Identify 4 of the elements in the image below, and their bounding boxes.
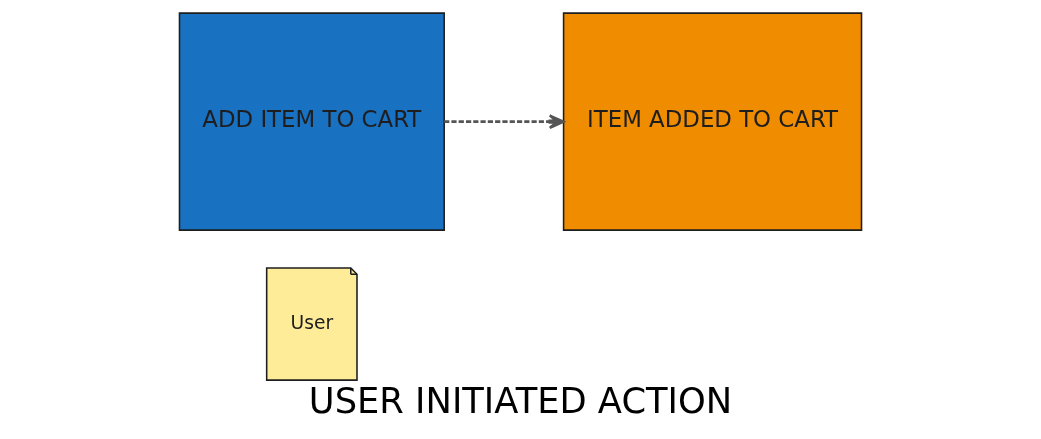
node-box: ADD ITEM TO CART <box>178 11 445 231</box>
node-box: ITEM ADDED TO CART <box>562 11 863 231</box>
arrow <box>444 113 565 129</box>
caption: USER INITIATED ACTION <box>308 379 733 421</box>
